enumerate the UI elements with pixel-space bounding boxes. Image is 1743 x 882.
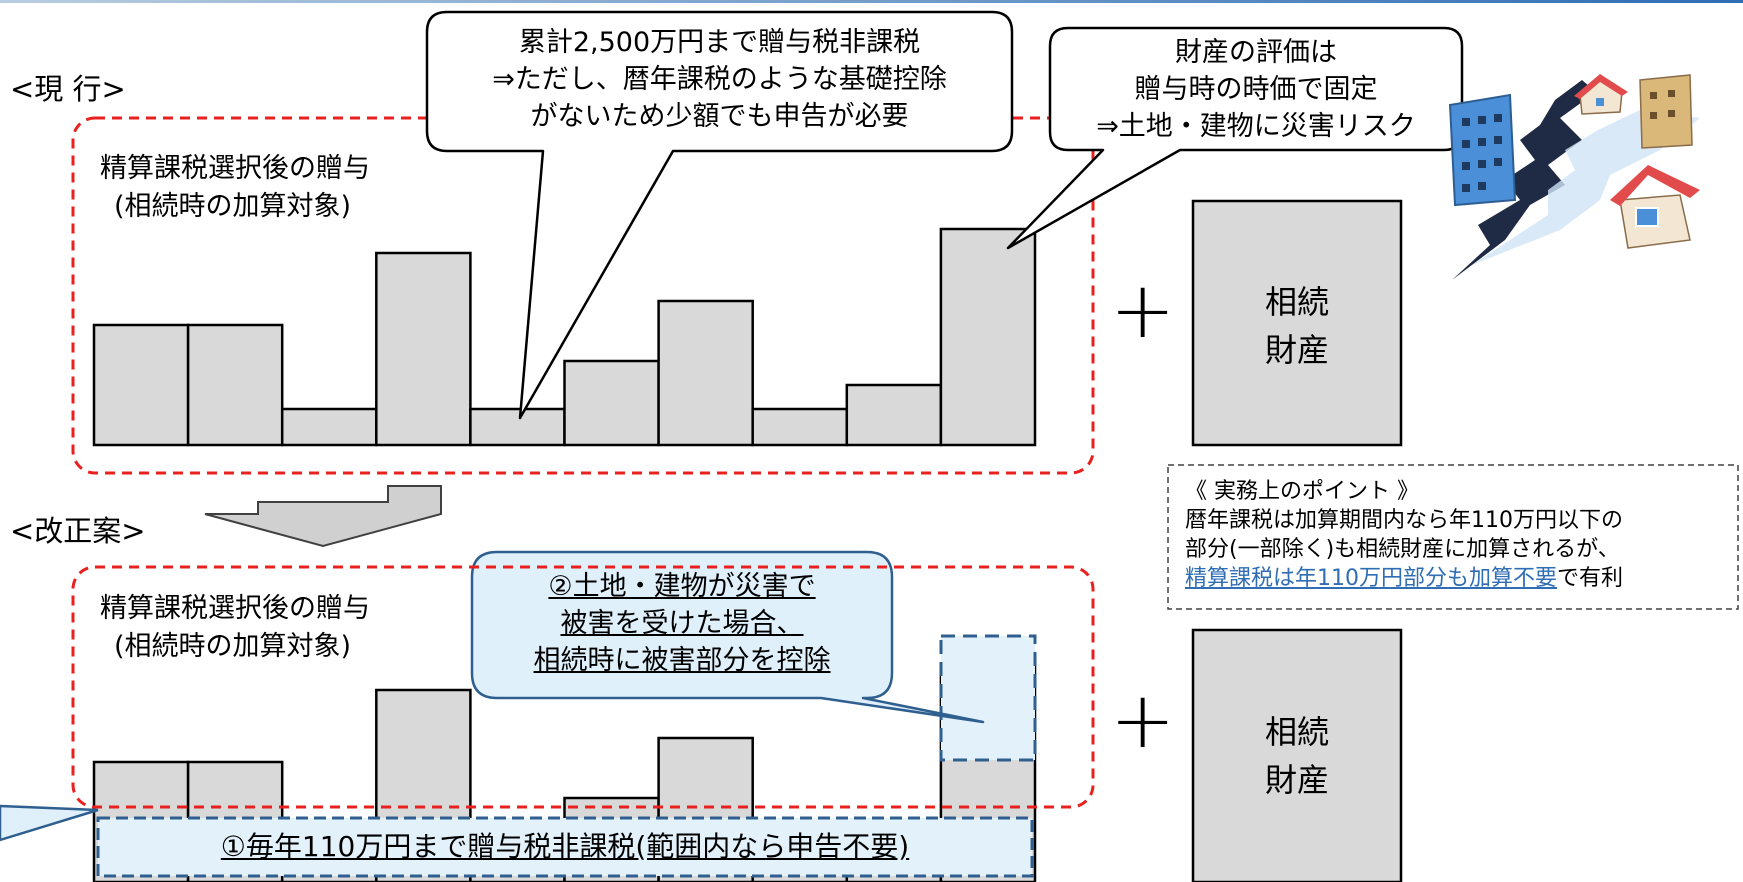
proposal-inheritance-line1: 相続 [1264,713,1329,751]
current-bar-7 [657,299,754,447]
cumulative-callout-line3: がないため少額でも申告が必要 [530,101,909,132]
proposal-group-title-line2: (相続時の加算対象) [114,631,352,662]
deduction-dashed-box [939,634,1037,762]
cumulative-callout-shape [425,10,1014,420]
current-bar-6 [563,359,660,447]
proposal-group-title: 精算課税選択後の贈与 (相続時の加算対象) [100,590,370,666]
current-bar-1 [92,323,190,447]
note-line3-tail: で有利 [1557,566,1624,591]
proposal-inheritance-label: 相続 財産 [1193,708,1401,804]
proposal-inheritance-box [1191,628,1403,882]
top-accent-line [0,0,1743,3]
valuation-callout-shape [1006,26,1464,250]
current-group-frame [71,116,1095,475]
proposal-plus-sign: + [1110,676,1176,766]
current-group-title-line1: 精算課税選択後の贈与 [100,153,370,184]
valuation-callout-line1: 財産の評価は [1175,37,1337,68]
section-label-proposal: <改正案> [10,514,146,548]
note-line3: 精算課税は年110万円部分も加算不要で有利 [1185,564,1623,593]
section-label-current: <現 行> [10,72,126,106]
disaster-callout: ②土地・建物が災害で 被害を受けた場合、 相続時に被害部分を控除 [472,568,892,679]
current-inheritance-line1: 相続 [1264,283,1329,321]
proposal-group-frame [71,565,1095,809]
cumulative-callout-line2: ⇒ただし、暦年課税のような基礎控除 [492,64,947,95]
disaster-callout-line2: 被害を受けた場合、 [560,608,804,639]
proposal-group-title-line1: 精算課税選択後の贈与 [100,593,370,624]
valuation-callout-line2: 贈与時の時価で固定 [1134,74,1378,105]
note-dashed-box [1167,464,1739,610]
down-arrow-icon [204,485,442,548]
annual-band [96,816,1034,878]
note-title: 《 実務上のポイント 》 [1185,479,1419,504]
annual-callout: ①毎年110万円まで贈与税非課税(範囲内なら申告不要) [220,830,910,863]
current-bar-5 [469,407,566,447]
annual-callout-tail [0,804,99,842]
cumulative-callout-line1: 累計2,500万円まで贈与税非課税 [518,27,921,58]
current-group-title-line2: (相続時の加算対象) [114,191,352,222]
valuation-callout: 財産の評価は 贈与時の時価で固定 ⇒土地・建物に災害リスク [1050,34,1462,145]
current-inheritance-box [1191,199,1403,447]
current-bar-3 [280,407,378,447]
current-group-title: 精算課税選択後の贈与 (相続時の加算対象) [100,150,370,226]
disaster-callout-shape [470,550,985,724]
current-bar-9 [845,383,943,447]
current-bar-10 [939,227,1037,447]
current-plus-sign: + [1110,266,1176,356]
practical-point-note: 《 実務上のポイント 》 暦年課税は加算期間内なら年110万円以下の 部分(一部… [1185,477,1623,593]
current-inheritance-label: 相続 財産 [1193,278,1401,374]
current-inheritance-line2: 財産 [1264,331,1329,369]
current-bars [92,227,1037,447]
note-line2: 部分(一部除く)も相続財産に加算されるが、 [1185,537,1620,562]
current-bar-2 [186,323,284,447]
current-bar-8 [751,407,849,447]
proposal-inheritance-line2: 財産 [1264,761,1329,799]
earthquake-buildings-illustration [1448,74,1700,280]
disaster-callout-line3: 相続時に被害部分を控除 [533,645,831,676]
current-bar-4 [375,251,472,447]
note-line3-link[interactable]: 精算課税は年110万円部分も加算不要 [1185,566,1557,591]
disaster-callout-line1: ②土地・建物が災害で [548,571,816,602]
cumulative-callout: 累計2,500万円まで贈与税非課税 ⇒ただし、暦年課税のような基礎控除 がないた… [427,24,1012,135]
valuation-callout-line3: ⇒土地・建物に災害リスク [1096,111,1416,142]
note-line1: 暦年課税は加算期間内なら年110万円以下の [1185,508,1623,533]
